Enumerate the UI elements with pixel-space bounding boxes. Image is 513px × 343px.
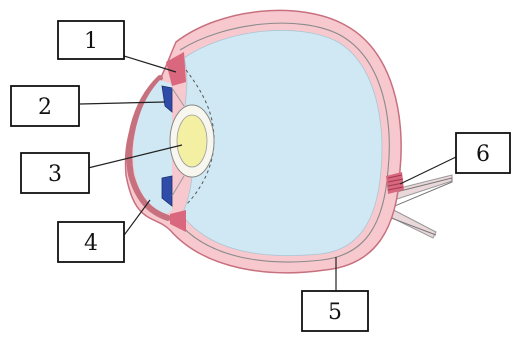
label-3-text: 3 [48, 162, 62, 187]
label-box-6: 6 [456, 133, 510, 173]
lens [170, 105, 214, 177]
label-box-1: 1 [58, 21, 124, 59]
label-box-3: 3 [21, 153, 89, 193]
label-box-4: 4 [58, 222, 124, 262]
label-1-text: 1 [84, 29, 98, 54]
label-2-text: 2 [38, 95, 52, 120]
label-5-text: 5 [328, 300, 342, 325]
label-box-5: 5 [302, 291, 368, 331]
label-box-2: 2 [11, 86, 79, 126]
label-4-text: 4 [84, 231, 98, 256]
label-6-text: 6 [476, 142, 490, 167]
